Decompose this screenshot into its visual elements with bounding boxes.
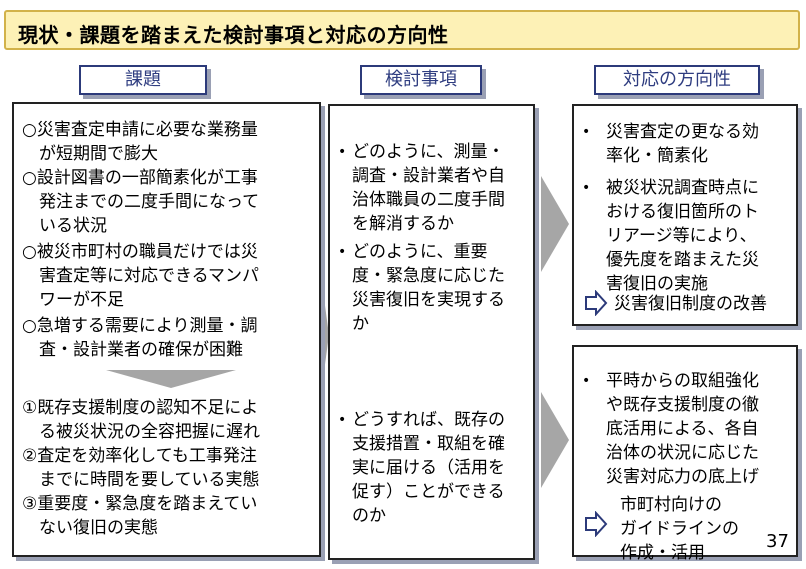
- slide-title: 現状・課題を踏まえた検討事項と対応の方向性: [18, 23, 449, 47]
- result-bottom: 市町村向けの ガイドラインの 作成・活用: [620, 493, 739, 565]
- issue-line: 被災市町村の職員だけでは災: [36, 242, 258, 262]
- issue-line: ない復旧の実態: [39, 518, 158, 538]
- bullet: •: [338, 144, 347, 160]
- issues-box: ○災害査定申請に必要な業務量が短期間で膨大 ○設計図書の一部簡素化が工事発注まで…: [12, 102, 321, 557]
- consideration-item-1: • どのように、測量・ 調査・設計業者や自 治体職員の二度手間 を解消するか: [338, 140, 505, 236]
- root-issue-item-2: ②査定を効率化しても工事発注までに時間を要している実態: [22, 444, 260, 492]
- direction-item-3: • 平時からの取組強化 や既存支援制度の徹 底活用による、各自 治体の状況に応じ…: [582, 369, 759, 489]
- direction-line: 治体の状況に応じた: [606, 443, 759, 463]
- issue-marker: ○: [22, 316, 37, 336]
- consideration-line: どのように、測量・: [352, 142, 505, 162]
- right-outline-arrow-icon: [585, 290, 608, 316]
- issue-line: 発注までの二度手間になって: [39, 192, 260, 212]
- direction-line: リアージ等により、: [606, 226, 757, 246]
- issue-line: 急増する需要により測量・調: [36, 316, 258, 336]
- issue-line: 査・設計業者の確保が困難: [39, 340, 243, 360]
- consideration-line: か: [352, 314, 369, 334]
- consideration-line: のか: [352, 506, 386, 526]
- consideration-item-2: • どのように、重要 度・緊急度に応じた 災害復旧を実現する か: [338, 240, 505, 336]
- direction-line: や既存支援制度の徹: [606, 395, 759, 415]
- direction-item-1: • 災害査定の更なる効 率化・簡素化: [582, 120, 759, 168]
- direction-line: 被災状況調査時点に: [606, 178, 759, 198]
- arrow-considerations-to-directions-top: [541, 176, 569, 272]
- right-outline-arrow-icon: [585, 511, 608, 537]
- issue-line: いる状況: [39, 216, 107, 236]
- root-issue-marker: ②: [22, 446, 38, 466]
- title-bar: 現状・課題を踏まえた検討事項と対応の方向性: [4, 10, 800, 50]
- issue-line: ワーが不足: [39, 290, 124, 310]
- issue-text: 災害査定申請に必要な業務量が短期間で膨大: [22, 120, 258, 164]
- page-number: 37: [766, 531, 789, 552]
- bullet: •: [338, 244, 347, 260]
- issue-item-3: ○被災市町村の職員だけでは災害査定等に対応できるマンパワーが不足: [22, 240, 259, 312]
- consideration-line: を解消するか: [352, 214, 454, 234]
- issue-marker: ○: [22, 242, 37, 262]
- issue-line: る被災状況の全容把握に遅れ: [39, 422, 260, 442]
- issue-marker: ○: [22, 120, 37, 140]
- header-issues: 課題: [79, 65, 207, 95]
- root-issue-item-1: ①既存支援制度の認知不足による被災状況の全容把握に遅れ: [22, 396, 260, 444]
- bullet: •: [582, 373, 591, 389]
- result-line: ガイドラインの: [620, 519, 739, 539]
- consideration-line: 促す）ことができる: [352, 482, 505, 502]
- root-issue-marker: ③: [22, 494, 38, 514]
- direction-line: 災害査定の更なる効: [606, 122, 759, 142]
- result-top: 災害復旧制度の改善: [614, 294, 767, 314]
- direction-line: 優先度を踏まえた災: [606, 250, 759, 270]
- consideration-item-3: • どうすれば、既存の 支援措置・取組を確 実に届ける（活用を 促す）ことができ…: [338, 408, 505, 528]
- issue-item-1: ○災害査定申請に必要な業務量が短期間で膨大: [22, 118, 258, 166]
- consideration-line: 実に届ける（活用を: [352, 458, 505, 478]
- bullet: •: [582, 180, 591, 196]
- result-line: 市町村向けの: [620, 495, 722, 515]
- header-directions: 対応の方向性: [594, 65, 760, 95]
- result-line: 作成・活用: [620, 543, 705, 563]
- consideration-line: どのように、重要: [352, 242, 488, 262]
- issue-line: 既存支援制度の認知不足によ: [37, 398, 259, 418]
- issue-item-2: ○設計図書の一部簡素化が工事発注までの二度手間になっている状況: [22, 166, 259, 238]
- arrow-considerations-to-directions-bottom: [541, 392, 569, 488]
- direction-line: 平時からの取組強化: [606, 371, 759, 391]
- bullet: •: [338, 412, 347, 428]
- directions-bottom-box: • 平時からの取組強化 や既存支援制度の徹 底活用による、各自 治体の状況に応じ…: [572, 345, 798, 563]
- consideration-line: どうすれば、既存の: [352, 410, 505, 430]
- consideration-line: 調査・設計業者や自: [352, 166, 505, 186]
- directions-top-box: • 災害査定の更なる効 率化・簡素化 • 被災状況調査時点に おける復旧箇所のト…: [572, 104, 798, 326]
- considerations-box: • どのように、測量・ 調査・設計業者や自 治体職員の二度手間 を解消するか •…: [328, 104, 535, 560]
- consideration-line: 支援措置・取組を確: [352, 434, 505, 454]
- direction-line: 災害対応力の底上げ: [606, 467, 759, 487]
- issue-line: 害査定等に対応できるマンパ: [39, 266, 259, 286]
- root-issue-item-3: ③重要度・緊急度を踏まえていない復旧の実態: [22, 492, 257, 540]
- direction-line: 率化・簡素化: [606, 146, 708, 166]
- direction-line: 害復旧の実施: [606, 274, 708, 294]
- direction-line: 底活用による、各自: [606, 419, 759, 439]
- issue-line: 重要度・緊急度を踏まえてい: [37, 494, 258, 514]
- down-chevron-arrow: [106, 370, 236, 388]
- root-issue-marker: ①: [22, 398, 38, 418]
- issue-marker: ○: [22, 168, 37, 188]
- direction-line: おける復旧箇所のト: [606, 202, 759, 222]
- bullet: •: [582, 124, 591, 140]
- issue-line: 災害査定申請に必要な業務量: [36, 120, 258, 140]
- consideration-line: 災害復旧を実現する: [352, 290, 505, 310]
- consideration-line: 度・緊急度に応じた: [352, 266, 505, 286]
- consideration-line: 治体職員の二度手間: [352, 190, 505, 210]
- issue-line: が短期間で膨大: [39, 144, 158, 164]
- issue-line: 査定を効率化しても工事発注: [37, 446, 257, 466]
- issue-line: 設計図書の一部簡素化が工事: [36, 168, 258, 188]
- direction-item-2: • 被災状況調査時点に おける復旧箇所のト リアージ等により、 優先度を踏まえた…: [582, 176, 759, 296]
- issue-line: までに時間を要している実態: [39, 470, 260, 490]
- header-considerations: 検討事項: [360, 65, 482, 95]
- issue-item-4: ○急増する需要により測量・調査・設計業者の確保が困難: [22, 314, 258, 362]
